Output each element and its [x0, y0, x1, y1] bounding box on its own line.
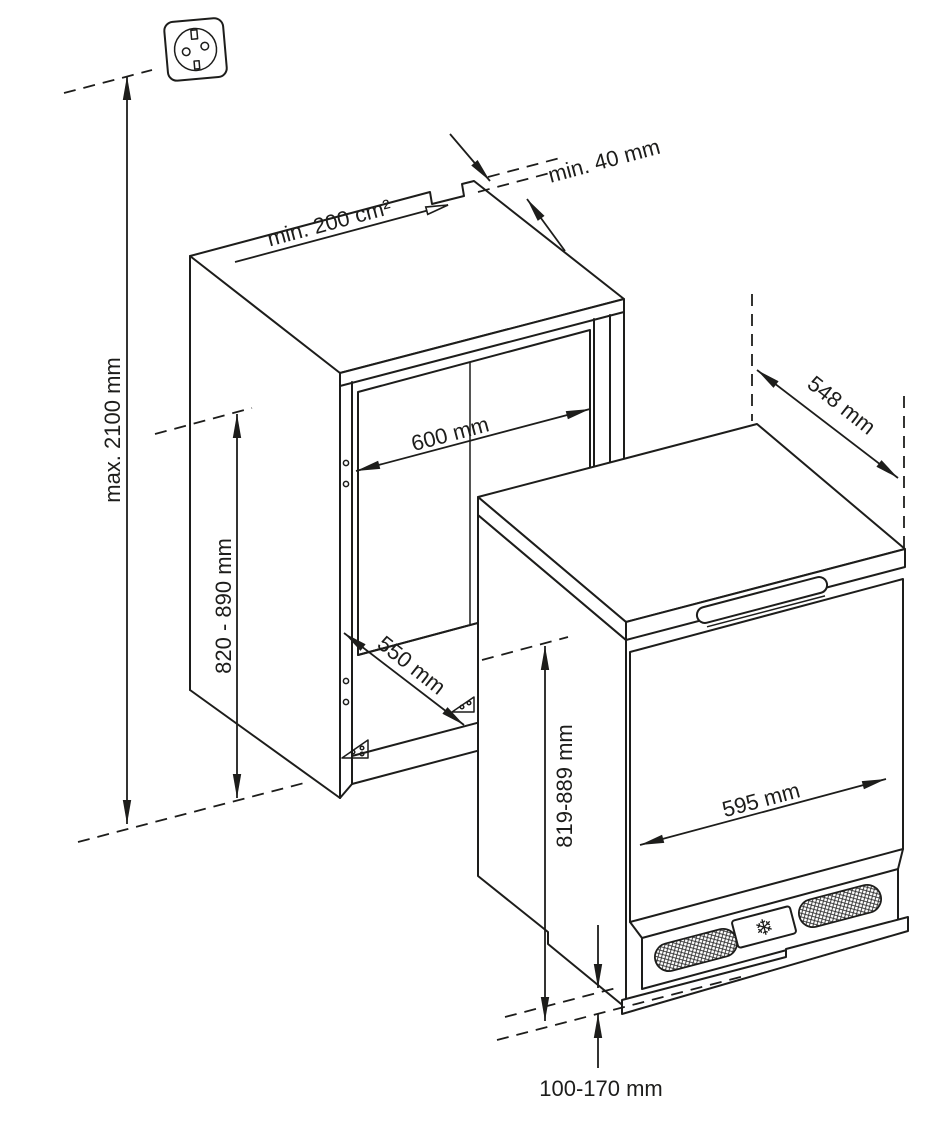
dimension-plinth-height: 100-170 mm — [539, 925, 663, 1101]
plinth-height-label: 100-170 mm — [539, 1076, 663, 1101]
dimension-niche-height: 820 - 890 mm — [211, 414, 242, 798]
freezer-badge: ❄ — [731, 905, 797, 949]
power-socket-icon — [163, 17, 228, 82]
dimension-socket-height: max. 2100 mm — [100, 76, 132, 824]
worktop-gap-line-upper — [487, 157, 561, 178]
worktop-gap-line-lower — [477, 172, 551, 193]
dimension-niche-width: 600 mm — [355, 408, 591, 472]
floor-line-left — [77, 781, 309, 843]
door-handle — [695, 576, 829, 628]
appliance-top-reference-line — [481, 636, 569, 661]
appliance-depth-label: 548 mm — [803, 371, 881, 440]
appliance-worktop-left-face — [477, 496, 627, 641]
appliance: ❄ — [477, 423, 909, 1015]
floor-bracket-left — [341, 739, 369, 759]
niche-height-label: 820 - 890 mm — [211, 538, 236, 674]
appliance-door — [629, 578, 904, 923]
cabinet-bottom-left-corner — [339, 783, 353, 799]
appliance-height-label: 819-889 mm — [552, 724, 577, 848]
cabinet-top-surface — [189, 180, 625, 374]
socket-height-line — [63, 69, 153, 94]
plinth-recess-edges — [629, 848, 904, 939]
vent-gap-label: min. 40 mm — [545, 134, 662, 188]
dimension-appliance-height: 819-889 mm — [540, 646, 577, 1021]
niche-width-label: 600 mm — [408, 411, 491, 456]
cabinet-left-panel-bottom-edge — [189, 689, 341, 799]
dimension-niche-depth: 550 mm — [343, 631, 465, 726]
floor-line-right — [496, 974, 749, 1041]
ventilation-grille-right — [798, 883, 882, 929]
socket-height-label: max. 2100 mm — [100, 357, 125, 503]
floor-bracket-right — [451, 696, 475, 713]
niche-top-reference-line — [154, 407, 253, 435]
mounting-holes-left-upright — [342, 459, 350, 706]
